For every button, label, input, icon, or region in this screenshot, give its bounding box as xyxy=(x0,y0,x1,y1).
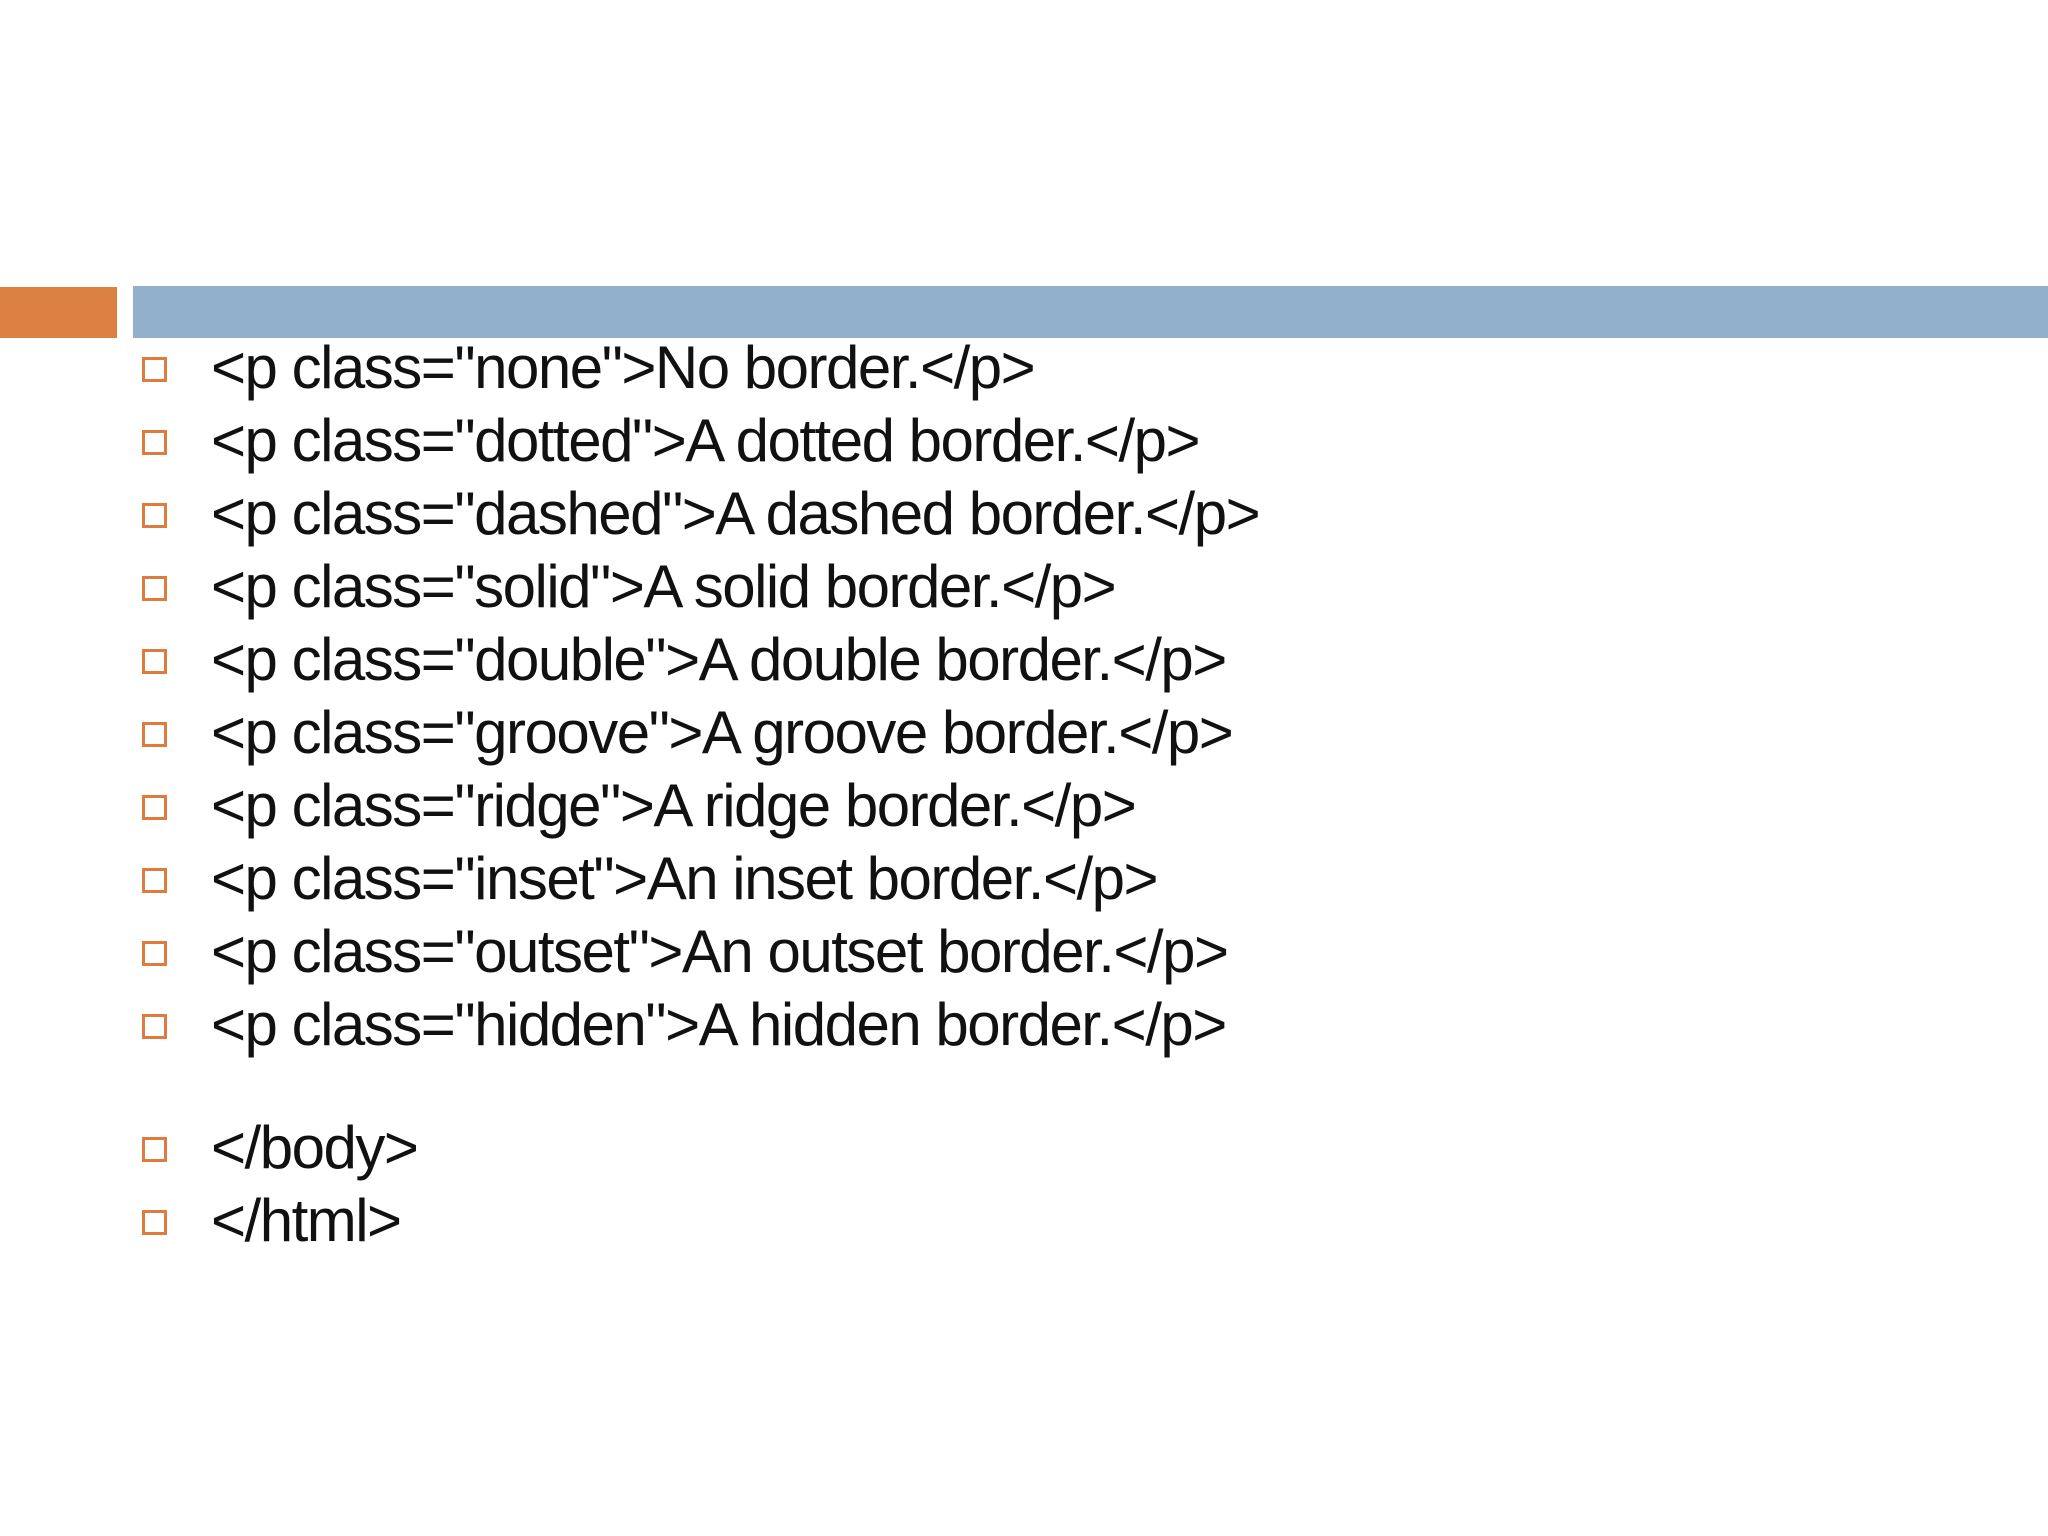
code-line-row: <p class="ridge">A ridge border.</p> xyxy=(142,769,1942,842)
code-lines-group: <p class="none">No border.</p> <p class=… xyxy=(142,331,1942,1061)
bullet-square-icon xyxy=(142,722,167,747)
bullet-square-icon xyxy=(142,649,167,674)
closing-tag-text: </html> xyxy=(211,1187,402,1254)
bullet-square-icon xyxy=(142,430,167,455)
code-line-row: <p class="outset">An outset border.</p> xyxy=(142,915,1942,988)
header-title-bar xyxy=(133,286,2048,338)
bullet-square-icon xyxy=(142,357,167,382)
code-line-row: <p class="none">No border.</p> xyxy=(142,331,1942,404)
code-line-text: <p class="dotted">A dotted border.</p> xyxy=(211,407,1201,474)
bullet-square-icon xyxy=(142,503,167,528)
closing-lines-group: </body> </html> xyxy=(142,1111,1942,1257)
bullet-square-icon xyxy=(142,576,167,601)
code-line-text: <p class="outset">An outset border.</p> xyxy=(211,918,1229,985)
bullet-square-icon xyxy=(142,1210,167,1235)
code-bullet-list: <p class="none">No border.</p> <p class=… xyxy=(142,331,1942,1257)
code-line-row: <p class="dotted">A dotted border.</p> xyxy=(142,404,1942,477)
closing-tag-text: </body> xyxy=(211,1114,419,1181)
bullet-square-icon xyxy=(142,868,167,893)
code-line-text: <p class="groove">A groove border.</p> xyxy=(211,699,1234,766)
code-line-text: <p class="none">No border.</p> xyxy=(211,334,1036,401)
code-line-text: <p class="dashed">A dashed border.</p> xyxy=(211,480,1261,547)
bullet-square-icon xyxy=(142,1014,167,1039)
code-line-row: <p class="double">A double border.</p> xyxy=(142,623,1942,696)
code-line-text: <p class="hidden">A hidden border.</p> xyxy=(211,991,1227,1058)
closing-tag-row: </html> xyxy=(142,1184,1942,1257)
code-line-row: <p class="inset">An inset border.</p> xyxy=(142,842,1942,915)
orange-accent-block xyxy=(0,287,117,338)
code-line-text: <p class="ridge">A ridge border.</p> xyxy=(211,772,1137,839)
code-line-row: <p class="solid">A solid border.</p> xyxy=(142,550,1942,623)
code-line-row: <p class="dashed">A dashed border.</p> xyxy=(142,477,1942,550)
bullet-square-icon xyxy=(142,795,167,820)
bullet-square-icon xyxy=(142,941,167,966)
code-line-row: <p class="hidden">A hidden border.</p> xyxy=(142,988,1942,1061)
code-line-text: <p class="inset">An inset border.</p> xyxy=(211,845,1159,912)
bullet-square-icon xyxy=(142,1137,167,1162)
code-line-text: <p class="solid">A solid border.</p> xyxy=(211,553,1117,620)
code-line-row: <p class="groove">A groove border.</p> xyxy=(142,696,1942,769)
blank-line-gap xyxy=(142,1061,1942,1111)
closing-tag-row: </body> xyxy=(142,1111,1942,1184)
code-line-text: <p class="double">A double border.</p> xyxy=(211,626,1227,693)
